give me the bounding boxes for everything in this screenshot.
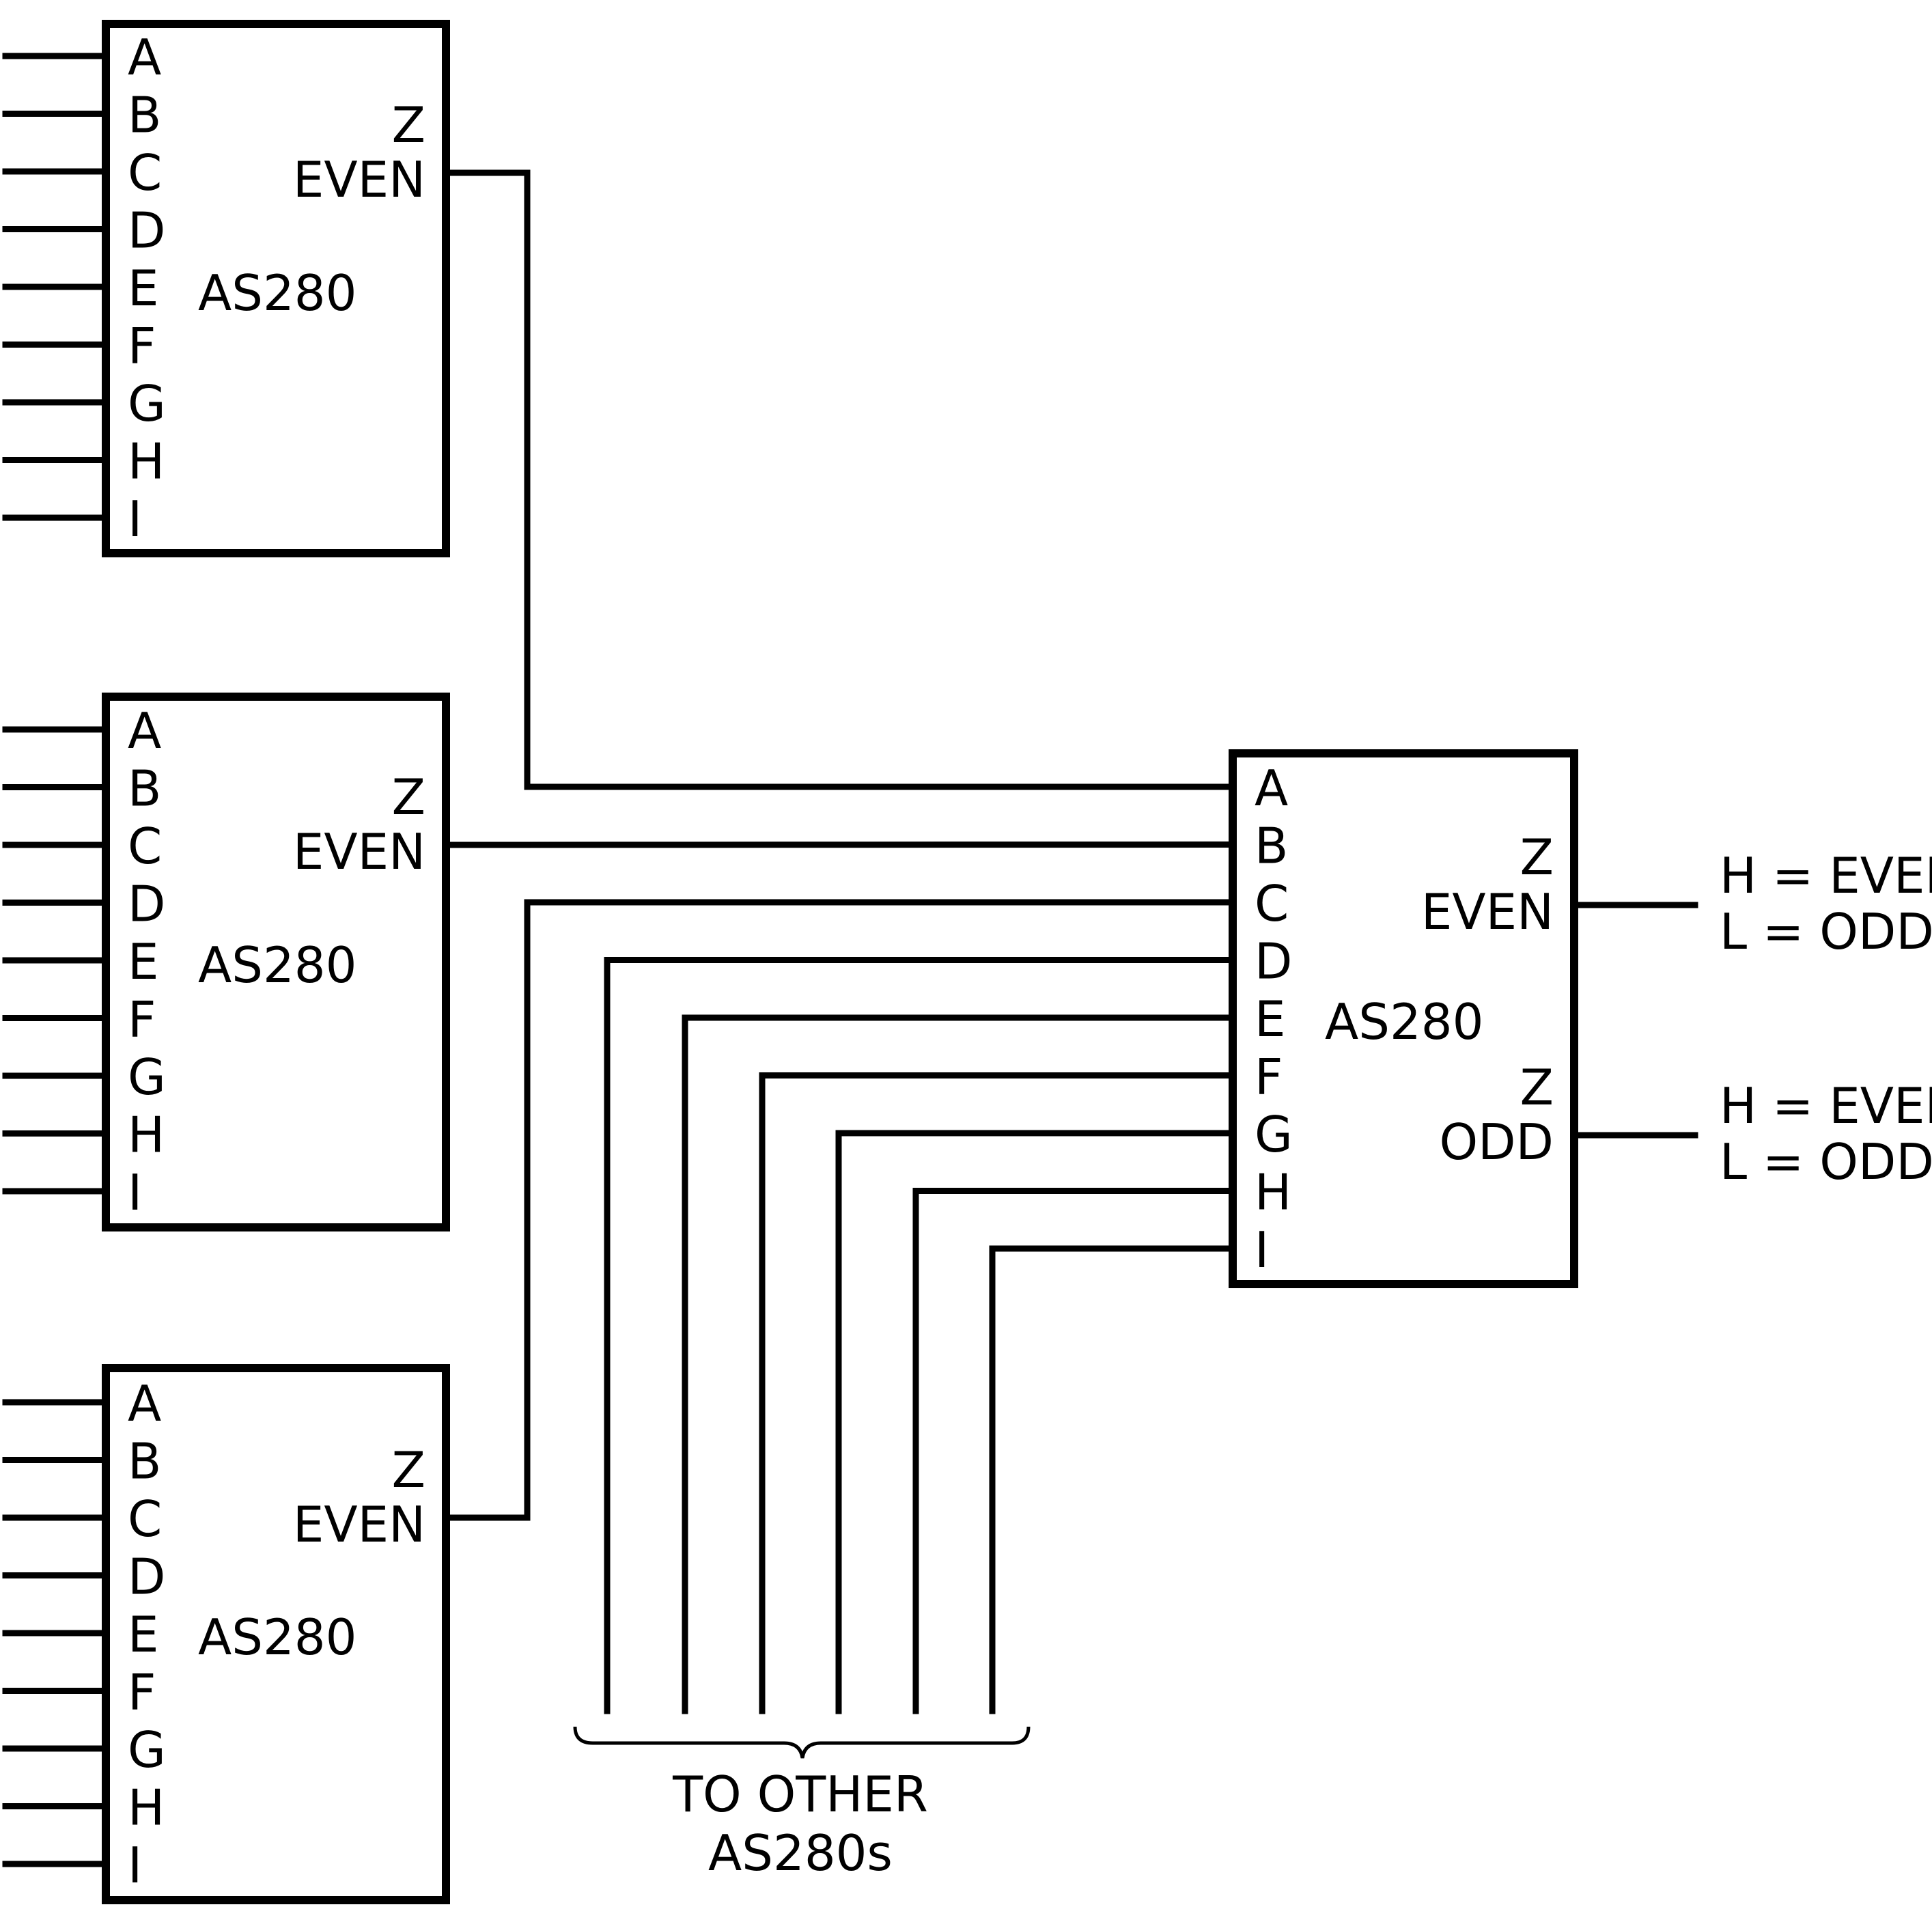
brace-label-line1: TO OTHER <box>672 1766 928 1823</box>
chip-name: AS280 <box>198 264 356 322</box>
output-note-2: H = EVENL = ODD <box>1720 1077 1932 1191</box>
chip-body <box>1229 749 1578 1288</box>
chip-body <box>102 1364 450 1904</box>
output-label-z: Z <box>1520 1059 1554 1116</box>
output-label-odd: ODD <box>1439 1113 1554 1171</box>
note-low: L = ODD <box>1720 903 1932 960</box>
note-low: L = ODD <box>1720 1133 1932 1191</box>
pin-label-a: A <box>1255 760 1288 817</box>
pin-label-g: G <box>1255 1106 1293 1163</box>
pin-label-b: B <box>128 1433 161 1490</box>
brace-label-line2: AS280s <box>708 1824 893 1882</box>
pin-label-b: B <box>1255 818 1288 875</box>
pin-label-i: I <box>128 1837 142 1894</box>
pin-label-f: F <box>1255 1048 1283 1106</box>
pin-label-c: C <box>128 818 162 875</box>
pin-label-g: G <box>128 1721 166 1779</box>
output-label-even: EVEN <box>293 151 425 208</box>
pin-label-b: B <box>128 87 161 144</box>
pin-label-f: F <box>128 318 156 375</box>
output-label-even: EVEN <box>1421 883 1554 941</box>
wire-chip1-to-input-a <box>443 169 1236 790</box>
pin-label-h: H <box>128 1106 165 1164</box>
pin-label-d: D <box>128 876 165 933</box>
chip-name: AS280 <box>198 936 356 994</box>
pin-label-h: H <box>1255 1164 1291 1221</box>
pin-label-a: A <box>128 1375 161 1432</box>
output-label-even: EVEN <box>293 1496 425 1553</box>
pin-label-c: C <box>1255 875 1289 932</box>
pin-label-d: D <box>128 202 165 260</box>
wire-external-input-h <box>912 1188 1236 1714</box>
pin-label-i: I <box>128 1164 142 1221</box>
pin-label-f: F <box>128 991 156 1048</box>
pin-label-b: B <box>128 760 161 818</box>
wires <box>2 53 1698 1867</box>
output-label-z: Z <box>392 768 425 826</box>
wire-chip3-to-input-c <box>443 899 1236 1521</box>
pin-label-d: D <box>1255 933 1292 990</box>
pin-label-g: G <box>128 1048 166 1106</box>
pin-label-i: I <box>128 490 142 548</box>
brace <box>573 1726 1031 1759</box>
pin-label-h: H <box>128 1779 165 1837</box>
output-note-1: H = EVENL = ODD <box>1720 847 1932 960</box>
pin-label-c: C <box>128 1490 162 1548</box>
note-high: H = EVEN <box>1720 847 1932 904</box>
output-label-z: Z <box>392 1441 425 1499</box>
pin-label-a: A <box>128 702 161 760</box>
note-high: H = EVEN <box>1720 1077 1932 1135</box>
wire-external-input-f <box>759 1072 1236 1714</box>
chip-name: AS280 <box>198 1609 356 1666</box>
wire-chip2-to-input-b <box>443 841 1236 848</box>
pin-label-c: C <box>128 144 162 201</box>
chip-body <box>102 693 450 1231</box>
wire-external-input-i <box>989 1245 1236 1714</box>
wire-external-input-e <box>682 1014 1236 1714</box>
chips: ABCDEFGHIAS280ZEVENABCDEFGHIAS280ZEVENAB… <box>102 20 1578 1904</box>
output-label-z: Z <box>1520 829 1554 886</box>
pin-label-f: F <box>128 1664 156 1721</box>
pin-label-e: E <box>128 1606 159 1663</box>
chip-name: AS280 <box>1325 993 1483 1050</box>
pin-label-h: H <box>128 433 165 490</box>
pin-label-d: D <box>128 1548 165 1606</box>
pin-label-e: E <box>128 260 159 317</box>
output-label-z: Z <box>392 96 425 154</box>
output-label-even: EVEN <box>293 823 425 880</box>
pin-label-g: G <box>128 375 166 432</box>
pin-label-i: I <box>1255 1221 1269 1279</box>
pin-label-e: E <box>128 933 159 990</box>
pin-label-a: A <box>128 29 161 86</box>
chip-body <box>102 20 450 557</box>
pin-label-e: E <box>1255 990 1286 1048</box>
wire-external-input-g <box>835 1130 1236 1714</box>
wire-external-input-d <box>604 957 1236 1714</box>
